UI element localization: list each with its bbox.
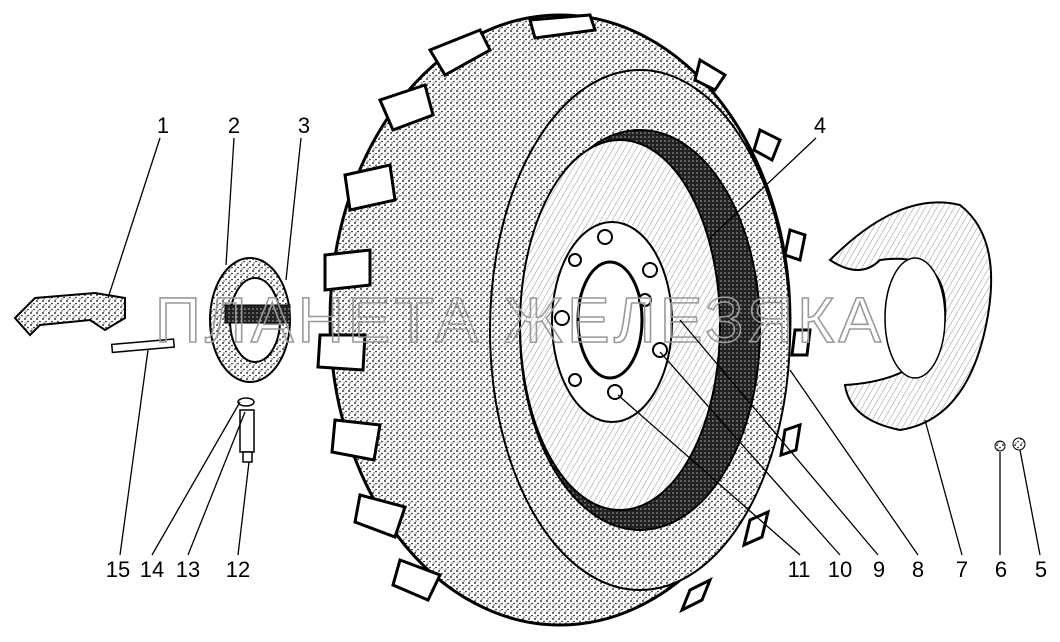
callout-2: 2	[228, 113, 240, 138]
part-2-hub-plate	[209, 257, 291, 383]
callout-13: 13	[176, 557, 200, 582]
callout-12: 12	[226, 557, 250, 582]
callout-10: 10	[828, 557, 852, 582]
part-6-washer	[994, 440, 1006, 452]
callout-labels: 1 2 3 4 5 6 7 8 9 10 11 12 13 14 15	[106, 113, 1047, 582]
callout-8: 8	[912, 557, 924, 582]
part-15-key	[110, 338, 176, 354]
callout-9: 9	[873, 557, 885, 582]
callout-14: 14	[140, 557, 164, 582]
tread-lugs	[316, 13, 812, 614]
part-1-clamp	[13, 291, 126, 337]
callout-11: 11	[788, 557, 811, 582]
callout-6: 6	[995, 557, 1007, 582]
leader-lines	[107, 137, 1041, 556]
callout-15: 15	[106, 557, 130, 582]
part-5-nut	[1012, 437, 1026, 451]
callout-1: 1	[157, 113, 169, 138]
callout-3: 3	[298, 113, 310, 138]
part-7-cover	[828, 201, 993, 432]
callout-4: 4	[814, 113, 826, 138]
callout-7: 7	[956, 557, 968, 582]
part-12-bolt	[237, 397, 255, 463]
wheel-rim	[519, 129, 761, 531]
wheel-studs	[554, 229, 668, 400]
callout-5: 5	[1035, 557, 1047, 582]
watermark: ПЛАНЕТА ЖЕЛЕЗЯКА	[155, 284, 885, 356]
